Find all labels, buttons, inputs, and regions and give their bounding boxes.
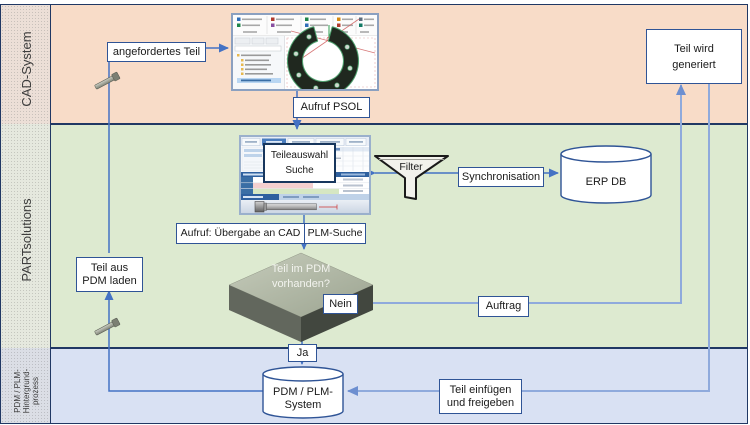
node-plm-suche: PLM-Suche: [304, 223, 366, 244]
lane-pdm-plm: [1, 348, 747, 423]
node-aufruf-psol: Aufruf PSOL: [293, 97, 370, 118]
screw-icon: [94, 71, 121, 90]
cad-screenshot-content: [233, 15, 377, 98]
node-teileauswahl-suche: Teileauswahl Suche: [263, 143, 336, 183]
cad-screenshot: [231, 13, 379, 98]
node-auftrag: Auftrag: [478, 296, 529, 317]
filter-funnel: [374, 155, 449, 200]
lane-separator-2: [1, 347, 747, 349]
lane-label-column-cad: [1, 5, 51, 124]
lane-label-column-parts: [1, 124, 51, 348]
arrow-auftrag-loop: [336, 84, 686, 304]
node-teil-aus-pdm-laden: Teil aus PDM laden: [76, 257, 143, 292]
pdm-plm-cylinder: [262, 366, 344, 419]
cad-viewport: [285, 18, 377, 98]
lane-separator-1: [1, 123, 747, 125]
psol-tab-bar: [241, 137, 369, 146]
diagram-frame: CAD-System PARTsolutions PDM / PLM- Hint…: [0, 4, 748, 424]
node-ja: Ja: [288, 344, 317, 362]
node-nein: Nein: [323, 294, 358, 314]
psol-preview-panel: [241, 194, 369, 213]
screw-icon: [94, 317, 121, 336]
node-aufruf-uebergabe-an-cad: Aufruf: Übergabe an CAD: [176, 223, 305, 244]
node-angefordertes-teil: angefordertes Teil: [107, 42, 206, 62]
node-synchronisation: Synchronisation: [458, 167, 544, 187]
arrow-generated-part-loop: [347, 81, 710, 396]
cad-model-tree: [233, 36, 286, 89]
bolt-preview: [254, 201, 338, 213]
node-teil-wird-generiert: Teil wird generiert: [646, 29, 742, 84]
node-teil-einfuegen-und-freigeben: Teil einfügen und freigeben: [439, 379, 522, 414]
lane-label-column-pdm: [1, 348, 51, 423]
erp-db-cylinder: [560, 145, 652, 204]
flange-ring: [287, 26, 359, 98]
